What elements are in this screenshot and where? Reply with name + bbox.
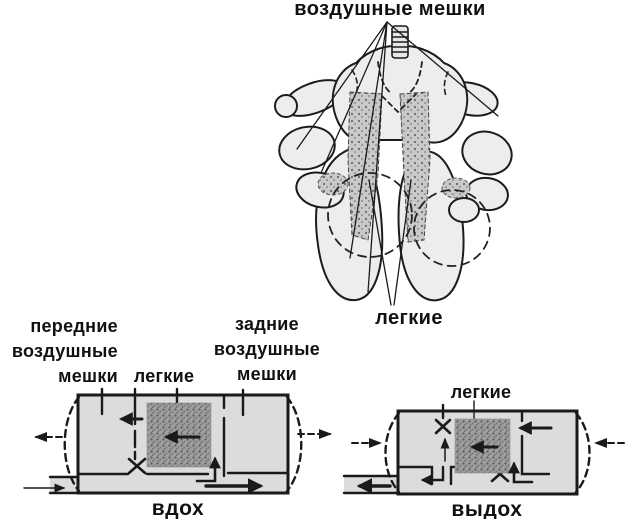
exhale-caption: выдох xyxy=(451,498,522,519)
flow-arrow-up-from-posterior xyxy=(508,461,534,484)
flow-arrow-up-to-posterior xyxy=(195,456,221,483)
anterior-sacs-label: передние воздушные мешки xyxy=(12,316,118,386)
anterior-sacs-label-line1: передние xyxy=(30,316,118,336)
lung-stipple-patch-left xyxy=(317,172,349,196)
inhale-diagram xyxy=(23,387,332,495)
inhale-endcap-left xyxy=(63,395,81,493)
inhale-tube-top-wall xyxy=(76,471,290,476)
exhale-posterior-partition xyxy=(520,434,551,476)
trachea xyxy=(391,25,409,59)
closed-valve-icon xyxy=(127,457,147,475)
overview-lungs-label: легкие xyxy=(375,307,443,329)
lateral-sac-left-tip xyxy=(274,94,298,118)
air-sacs-title: воздушные мешки xyxy=(294,0,485,20)
flow-arrow-anterior-outflow xyxy=(420,465,445,486)
posterior-sacs-label-line1: задние xyxy=(235,314,299,334)
closed-valve-icon xyxy=(434,418,452,435)
anterior-sacs-label-line3: мешки xyxy=(58,366,118,386)
lateral-sac-right-small xyxy=(448,197,480,223)
inhale-lungs-label: легкие xyxy=(134,366,195,386)
inhale-trachea-tube xyxy=(50,477,78,493)
lungs-pointer-lines xyxy=(368,179,412,306)
exhale-endcap-right xyxy=(574,411,591,494)
inhale-caption: вдох xyxy=(152,497,205,519)
lateral-sac-right-mid xyxy=(461,130,513,176)
exhale-anterior-channel-wall-left xyxy=(396,465,434,486)
posterior-sacs-label: задние воздушные мешки xyxy=(214,314,320,384)
exhale-endcap-left xyxy=(384,411,401,494)
inhale-lungs-square xyxy=(146,402,212,468)
posterior-sacs-label-line2: воздушные xyxy=(214,339,320,359)
lung-stipple-patch-right xyxy=(441,177,471,199)
exhale-diagram xyxy=(342,400,625,496)
exhale-lungs-label: легкие xyxy=(451,382,512,402)
anterior-sacs-label-line2: воздушные xyxy=(12,341,118,361)
title-pointer-lines xyxy=(296,21,499,293)
bird-airsacs-figure xyxy=(274,21,513,306)
inhale-endcap-right xyxy=(285,395,303,493)
posterior-sacs-label-line3: мешки xyxy=(237,364,297,384)
